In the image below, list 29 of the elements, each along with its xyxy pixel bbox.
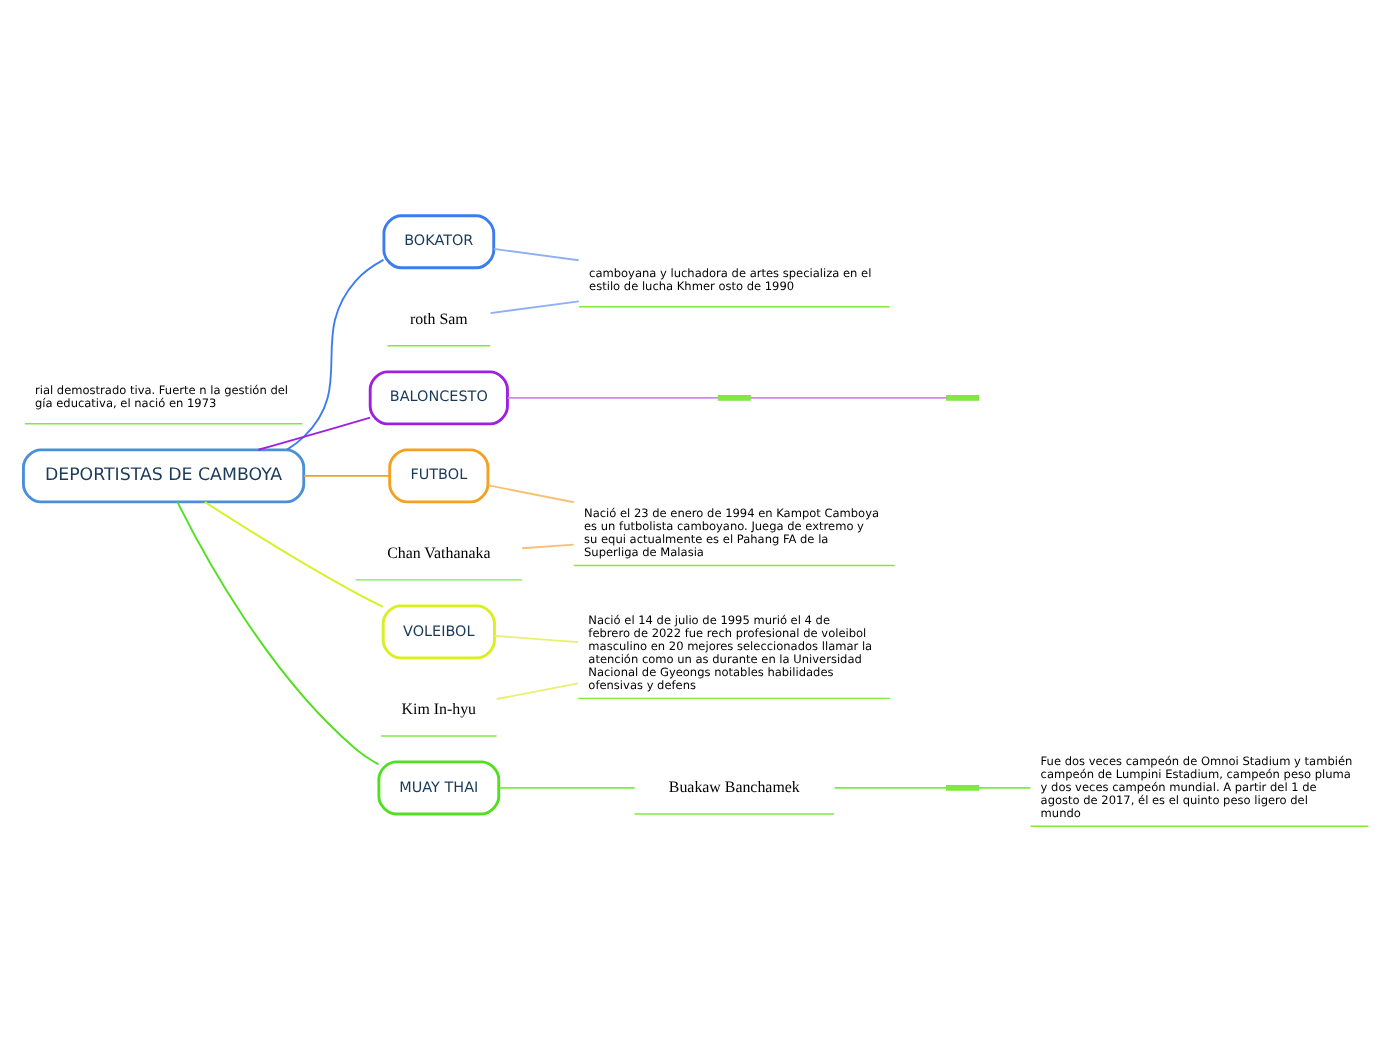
node-box: FUTBOL [388,447,490,503]
connector [257,415,372,450]
connector [489,299,580,314]
connector [498,786,636,788]
connector [495,681,579,699]
connector [487,483,575,503]
connector [176,500,380,765]
node-box: DEPORTISTAS DE CAMBOYA [22,447,306,503]
node-text: Buakaw Banchamek [668,776,800,795]
connector [493,247,580,261]
connector [833,786,948,788]
node-text: Kim In-hyu [401,698,477,717]
connector [977,786,1032,788]
node-bar [717,393,751,400]
connector [521,542,575,549]
connector [506,395,719,398]
node-box: BALONCESTO [368,369,509,425]
connector [203,500,384,607]
node-text: Chan Vathanaka [387,542,491,561]
node-bar [945,784,980,790]
connector [749,395,948,398]
node-text: roth Sam [409,308,468,327]
connector [493,633,579,643]
node-bar [945,393,980,400]
node-box: BOKATOR [382,213,496,269]
node-box: MUAY THAI [377,759,501,815]
connector [286,258,385,450]
connector [303,473,391,476]
node-box: VOLEIBOL [381,603,496,659]
